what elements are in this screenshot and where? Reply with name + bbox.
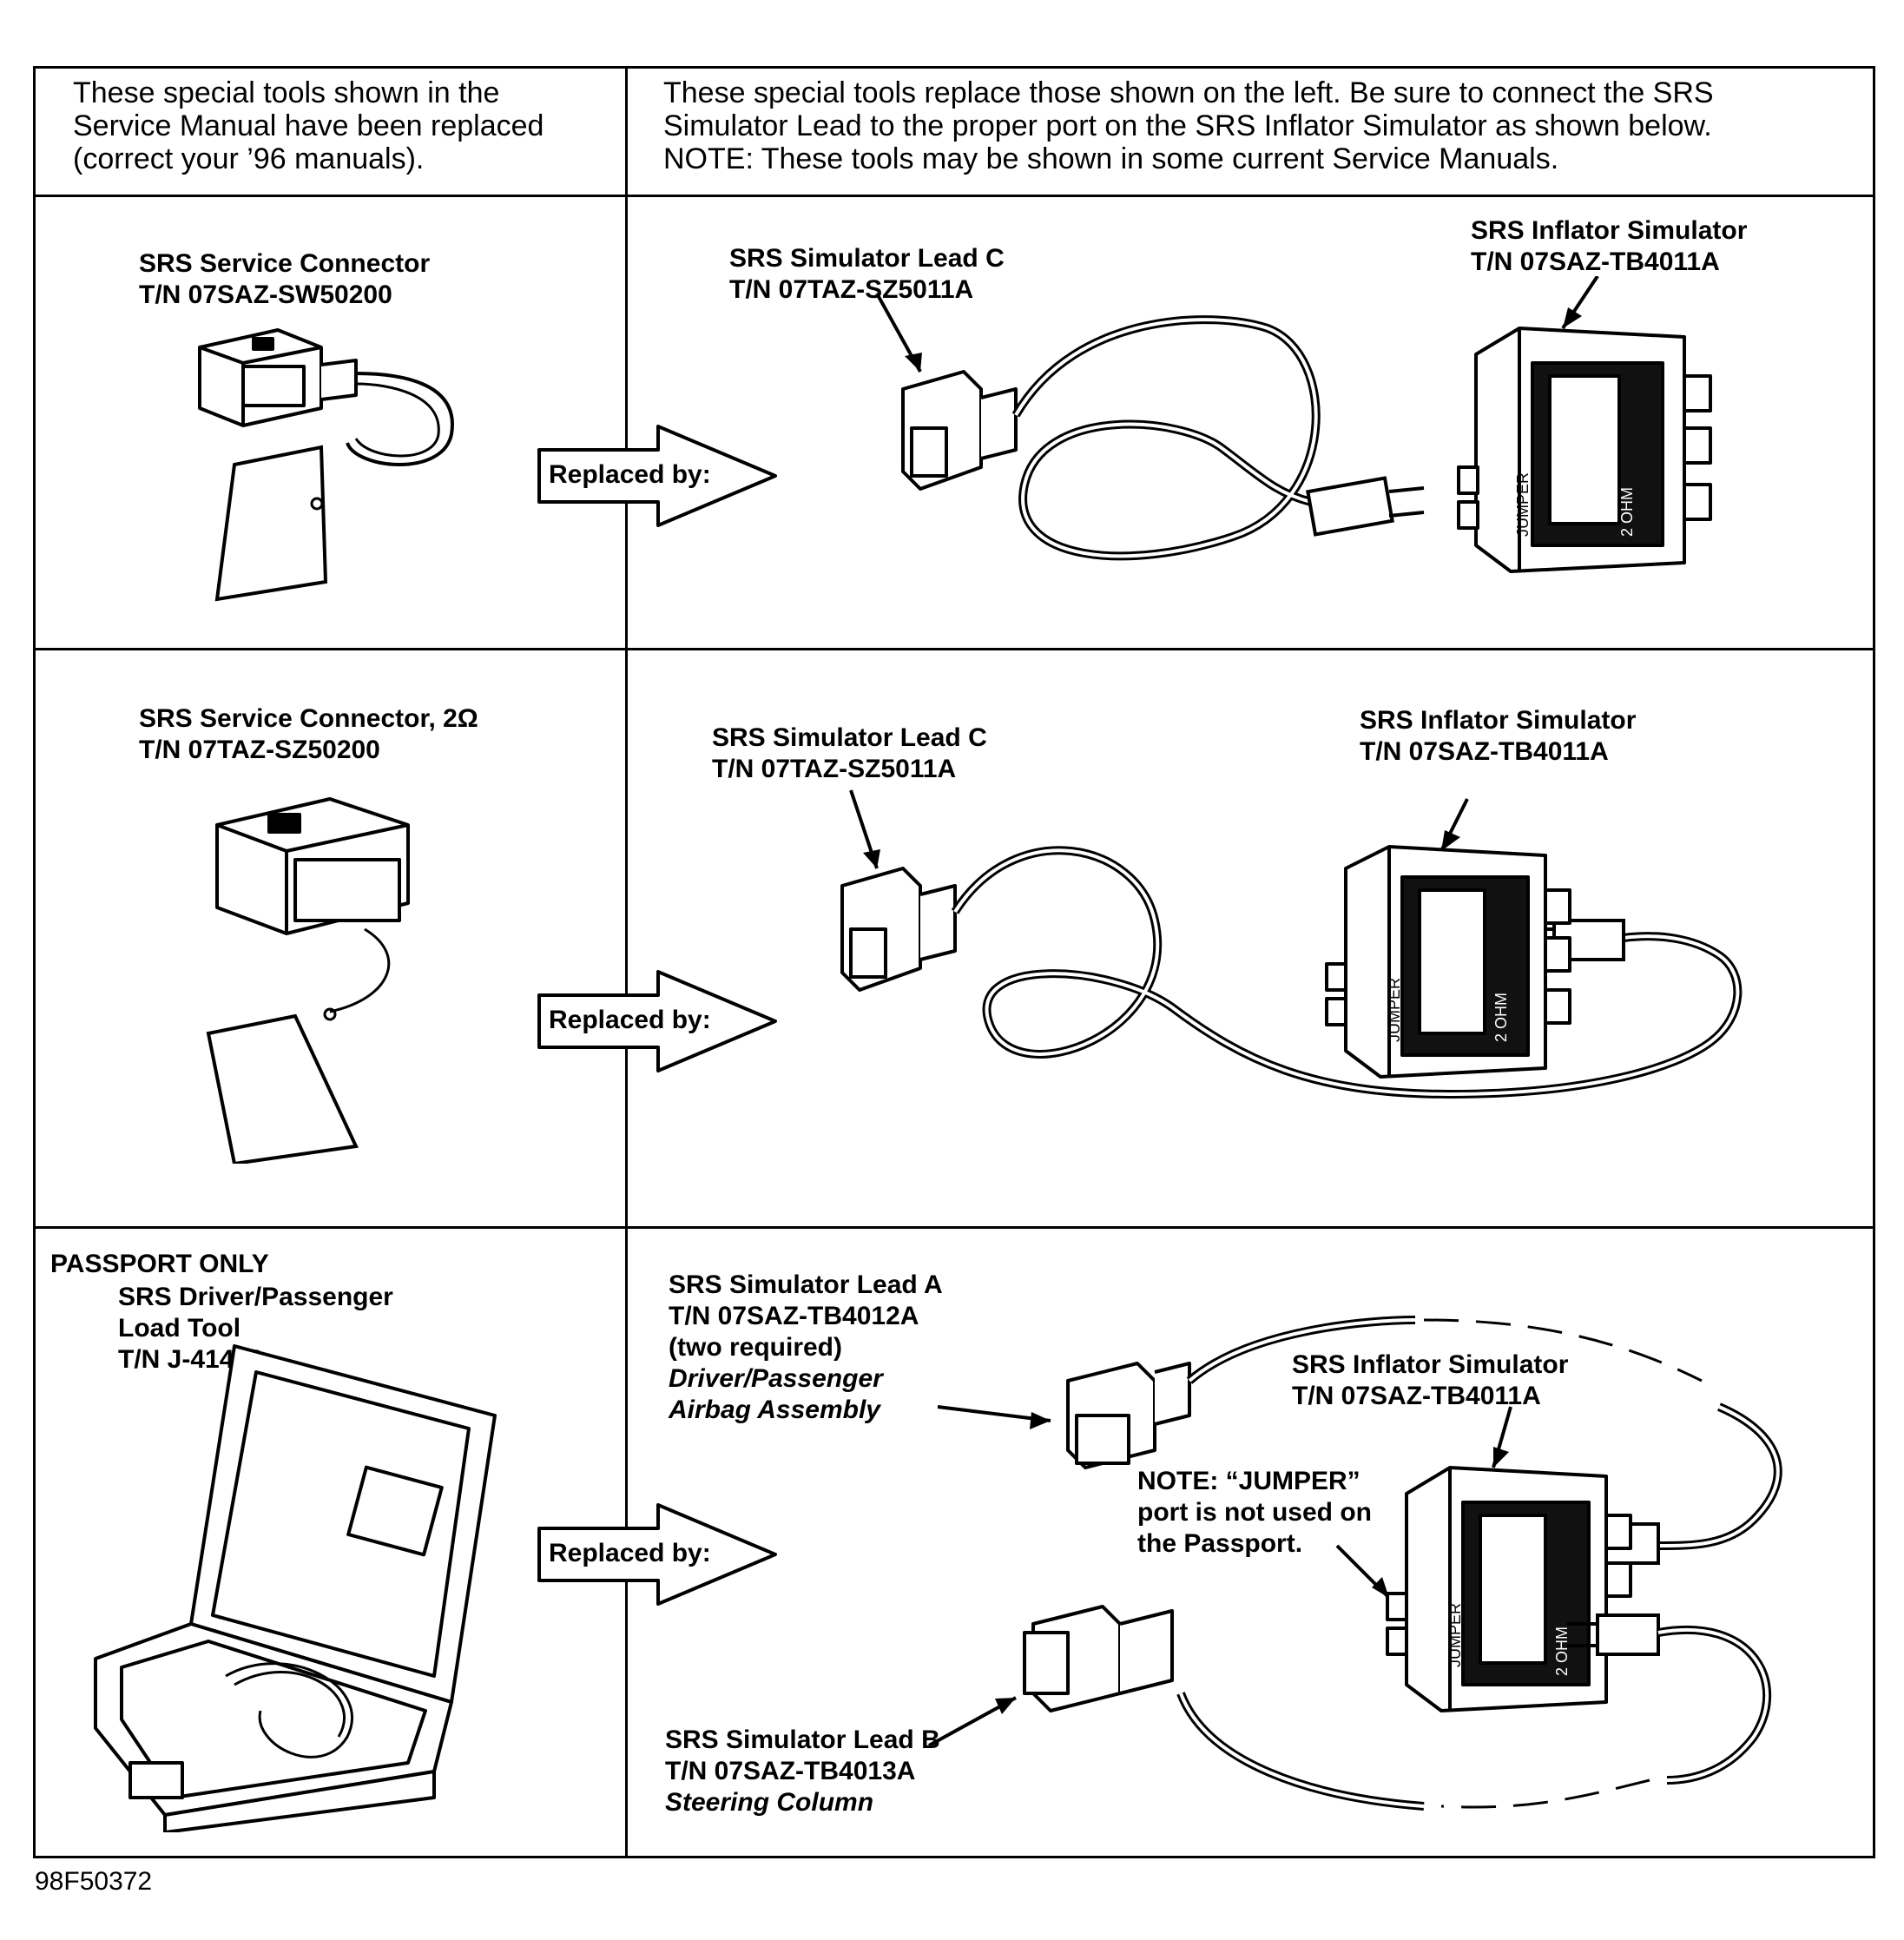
row3-passport-only-label: PASSPORT ONLY	[50, 1250, 269, 1278]
row3-lead-a-use: Driver/Passenger Airbag Assembly	[669, 1363, 883, 1426]
row1-simulator-label: SRS Inflator Simulator T/N 07SAZ-TB4011A	[1471, 216, 1748, 276]
row1-old-tool-label: SRS Service Connector T/N 07SAZ-SW50200	[139, 249, 431, 309]
figure-id: 98F50372	[35, 1867, 153, 1896]
row-divider-2	[33, 1226, 1875, 1229]
header-right-text: These special tools replace those shown …	[663, 76, 1714, 175]
row1-lead-label: SRS Simulator Lead C T/N 07TAZ-SZ5011A	[729, 244, 1005, 304]
row2-service-connector-illustration	[206, 797, 410, 1164]
row1-lead-c-and-simulator-illustration: 2 OHM JUMPER	[875, 276, 1712, 573]
row3-lead-b-use: Steering Column	[665, 1787, 873, 1818]
row3-simulator-ohm-text: 2 OHM	[1553, 1627, 1571, 1676]
row3-lead-a-use-text: Driver/Passenger Airbag Assembly	[669, 1364, 883, 1424]
row2-replaced-by-arrow: Replaced by:	[537, 969, 788, 1073]
row3-replaced-by-label: Replaced by:	[549, 1539, 711, 1567]
row3-lead-b-use-text: Steering Column	[665, 1788, 874, 1817]
row2-replaced-by-label: Replaced by:	[549, 1006, 711, 1034]
row3-jumper-note: NOTE: “JUMPER” port is not used on the P…	[1137, 1467, 1372, 1558]
row3-simulator-jumper-text: JUMPER	[1446, 1603, 1464, 1667]
row3-lead-b-label: SRS Simulator Lead B T/N 07SAZ-TB4013A	[665, 1726, 940, 1785]
row3-lead-a-label: SRS Simulator Lead A T/N 07SAZ-TB4012A (…	[669, 1270, 943, 1362]
row3-leads-and-simulator-illustration: 2 OHM JUMPER	[928, 1316, 1782, 1811]
header-left-text: These special tools shown in the Service…	[73, 76, 544, 175]
row2-simulator-label: SRS Inflator Simulator T/N 07SAZ-TB4011A	[1360, 706, 1637, 766]
row2-old-tool-label: SRS Service Connector, 2Ω T/N 07TAZ-SZ50…	[139, 704, 478, 764]
row2-lead-label: SRS Simulator Lead C T/N 07TAZ-SZ5011A	[712, 723, 987, 783]
row1-replaced-by-arrow: Replaced by:	[537, 424, 788, 528]
row2-simulator-ohm-text: 2 OHM	[1492, 993, 1510, 1042]
row3-simulator-label: SRS Inflator Simulator T/N 07SAZ-TB4011A	[1292, 1350, 1569, 1410]
row1-replaced-by-label: Replaced by:	[549, 460, 711, 489]
row2-simulator-jumper-text: JUMPER	[1386, 978, 1403, 1042]
column-divider	[625, 66, 628, 1858]
row1-simulator-ohm-text: 2 OHM	[1618, 487, 1636, 537]
row1-simulator-jumper-text: JUMPER	[1514, 472, 1532, 537]
row1-service-connector-illustration	[198, 328, 454, 602]
row-divider-1	[33, 648, 1875, 650]
row3-load-tool-case-illustration	[94, 1344, 497, 1832]
row3-old-tool-label: SRS Driver/Passenger Load Tool T/N J-414…	[118, 1283, 393, 1374]
table-frame	[33, 66, 1875, 1858]
row3-replaced-by-arrow: Replaced by:	[537, 1502, 788, 1607]
header-divider	[33, 195, 1875, 197]
row2-lead-c-and-simulator-illustration: 2 OHM JUMPER	[840, 789, 1743, 1099]
